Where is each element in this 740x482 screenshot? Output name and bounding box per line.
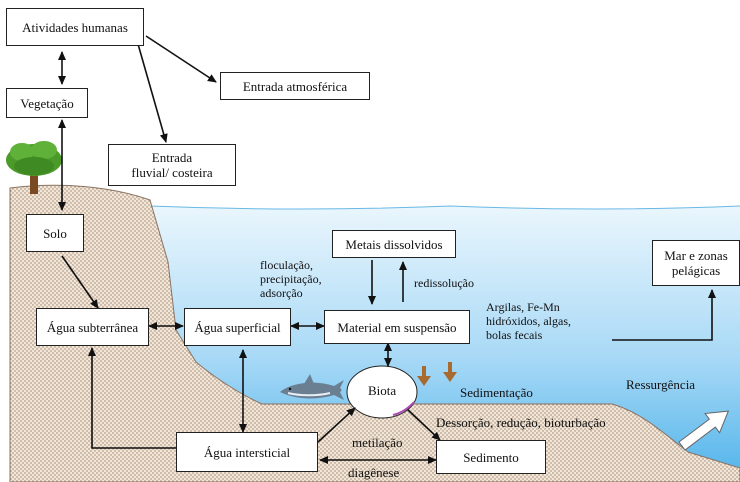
box-entrada-atmosferica: Entrada atmosférica	[220, 72, 370, 100]
upwelling-arrow-icon	[678, 410, 730, 451]
label-argilas: Argilas, Fe-Mn hidróxidos, algas, bolas …	[486, 300, 571, 342]
label-dessorcao: Dessorção, redução, bioturbação	[436, 415, 606, 430]
shark-icon	[280, 374, 344, 400]
box-vegetacao: Vegetação	[6, 88, 88, 118]
label-metilacao: metilação	[352, 435, 403, 450]
sea-surface-line	[149, 205, 740, 210]
box-metais-dissolvidos: Metais dissolvidos	[332, 230, 456, 258]
box-sedimento: Sedimento	[436, 440, 546, 474]
label-diagenese: diagênese	[348, 465, 400, 480]
label-biota: Biota	[368, 383, 397, 398]
sedimentation-arrows	[417, 362, 457, 386]
box-mar-zonas-pelagicas: Mar e zonas pelágicas	[652, 240, 740, 286]
box-solo: Solo	[26, 214, 84, 252]
box-agua-subterranea: Água subterrânea	[36, 308, 149, 346]
box-atividades-humanas: Atividades humanas	[6, 8, 144, 46]
box-agua-superficial: Água superficial	[184, 308, 291, 346]
label-ressurgencia: Ressurgência	[626, 377, 696, 392]
box-entrada-fluvial: Entrada fluvial/ costeira	[108, 144, 236, 186]
label-floculacao: floculação, precipitação, adsorção	[260, 258, 322, 300]
box-agua-intersticial: Água intersticial	[176, 432, 318, 472]
tree-icon	[6, 141, 62, 194]
box-material-em-suspensao: Material em suspensão	[324, 310, 470, 344]
biota-ellipse	[346, 365, 418, 419]
label-redissolucao: redissolução	[414, 276, 474, 290]
label-sedimentacao: Sedimentação	[460, 385, 533, 400]
land-and-seafloor	[9, 184, 740, 482]
flow-arrows	[58, 35, 716, 464]
